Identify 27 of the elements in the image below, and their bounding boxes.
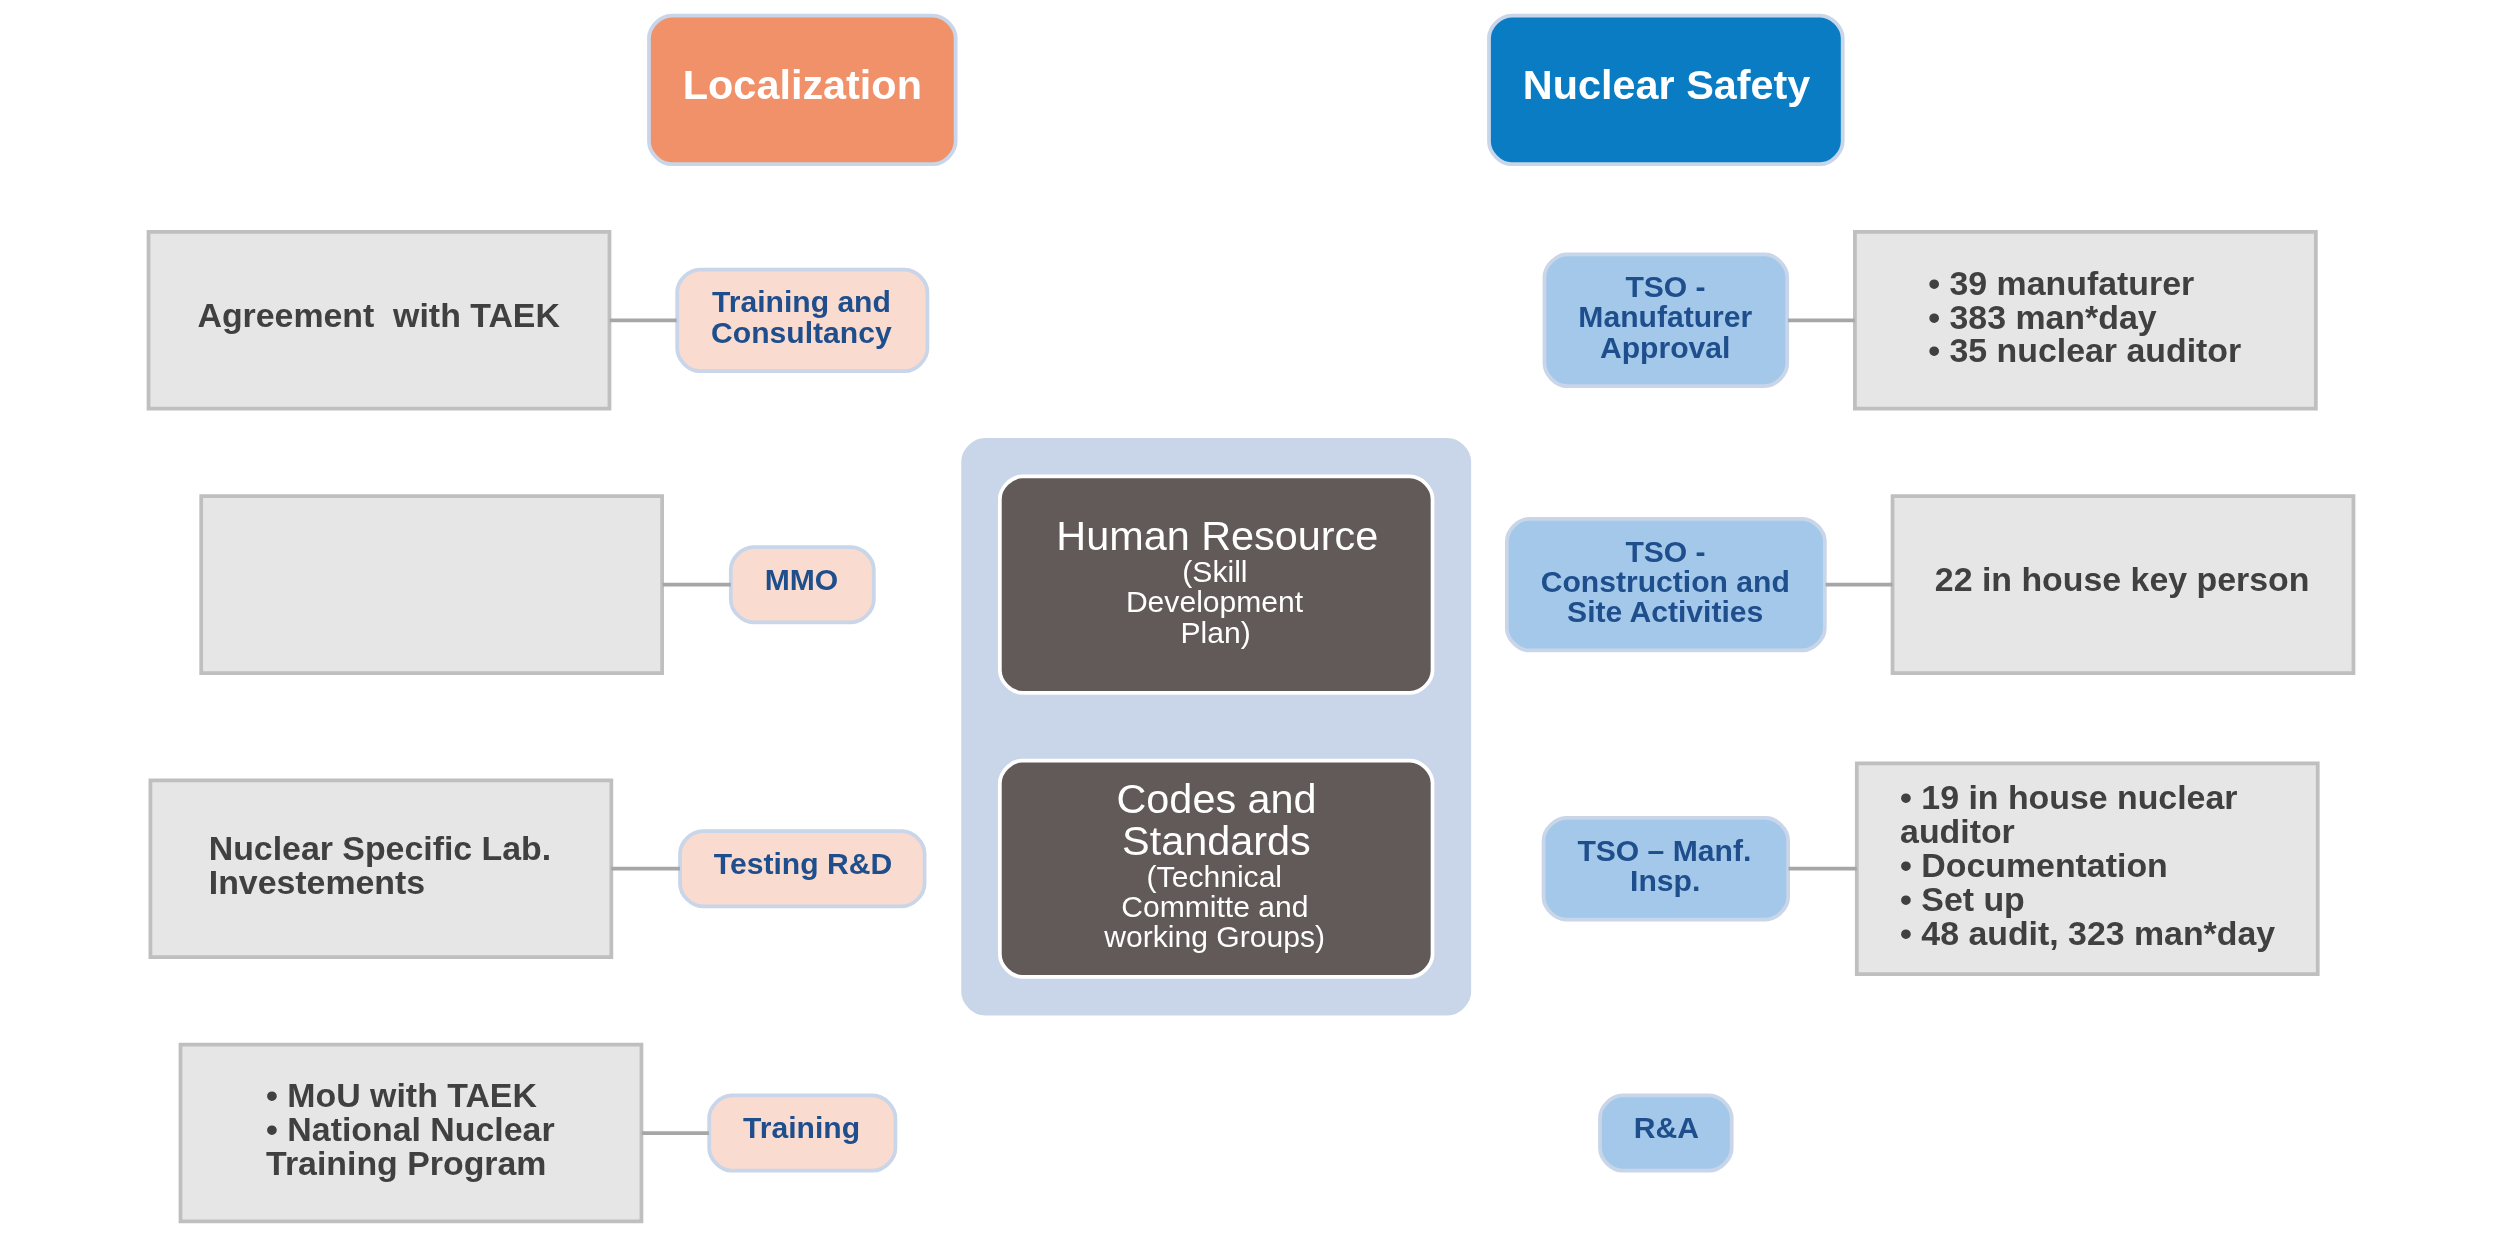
node-box: Localization — [647, 13, 958, 167]
node-box: TSO - Manufaturer Approval — [1542, 252, 1790, 389]
connector — [641, 1131, 709, 1135]
connector — [662, 582, 731, 587]
node-box: 22 in house key person — [1890, 494, 2356, 675]
node-box — [199, 494, 664, 675]
node-box: Nuclear Safety — [1487, 13, 1845, 167]
connector — [609, 318, 677, 323]
node-box: TSO – Manf. Insp. — [1541, 816, 1790, 922]
node-box: MMO — [728, 545, 876, 625]
connector — [1825, 582, 1893, 587]
node-box: Agreement with TAEK — [146, 230, 612, 411]
node-box: Testing R&D — [678, 829, 927, 909]
node-box: • 19 in house nuclear auditor • Documentation • Set up • 48 audit, 323 man*day — [1854, 761, 2320, 976]
node-box: • MoU with TAEK • National Nuclear Training Program — [178, 1042, 644, 1224]
node-box: R&A — [1598, 1093, 1734, 1173]
connector — [611, 866, 680, 871]
node-box: Nuclear Specific Lab. Investements — [148, 778, 614, 959]
node-box: Training and Consultancy — [675, 267, 930, 373]
connector — [1787, 318, 1855, 323]
node-box: • 39 manufaturer • 383 man*day • 35 nuclear auditor — [1853, 230, 2318, 411]
node-box: Training — [707, 1093, 898, 1173]
node-box: Human Resource (Skill Development Plan) — [997, 474, 1435, 695]
node-box: TSO - Construction and Site Activities — [1504, 516, 1827, 653]
cluster — [961, 437, 1472, 1016]
node-box: Codes and Standards (Technical Committe and working Groups) — [997, 758, 1435, 979]
connector — [1788, 866, 1857, 871]
